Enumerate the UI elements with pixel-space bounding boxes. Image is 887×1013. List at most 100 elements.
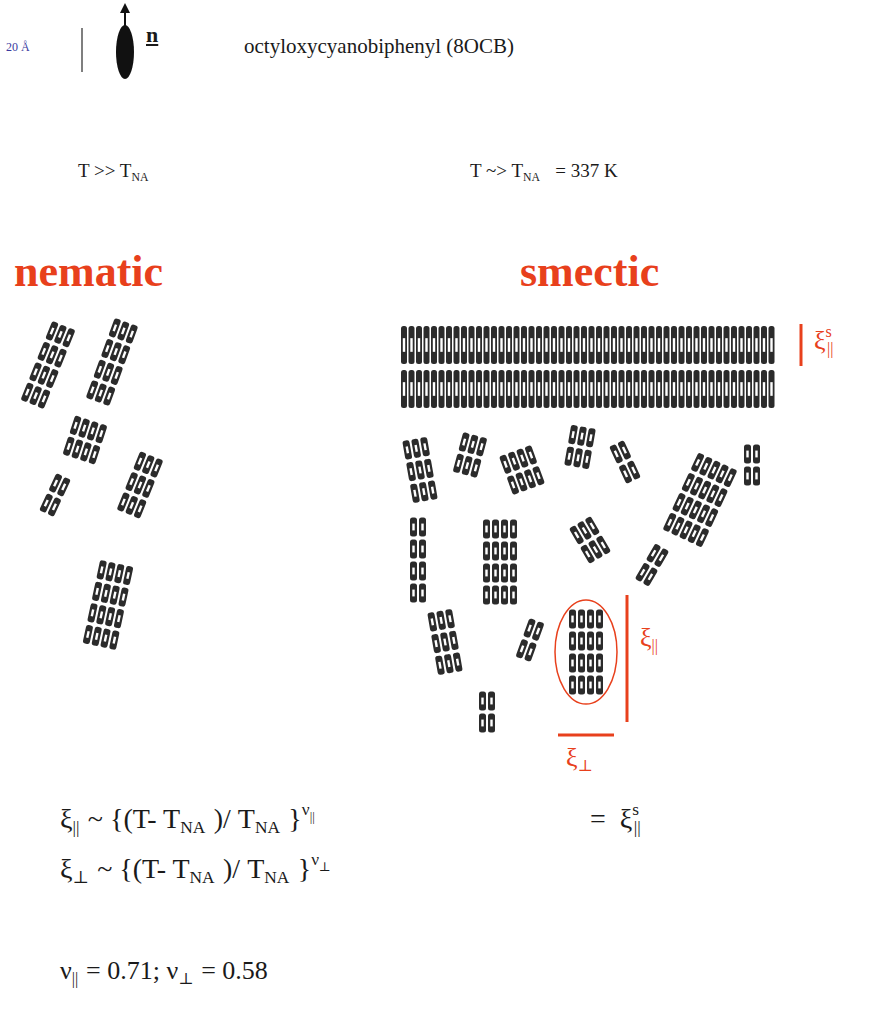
rod-mark [571,660,573,667]
rod-body [587,610,594,629]
equation-line: ξ||~ {(T- TNA)/ TNA}ν|| [60,800,315,839]
rod-mark [425,338,427,352]
rod-mark [146,461,151,468]
rod-mark [613,382,615,396]
molecule-rod [754,370,760,408]
rod-body [574,370,580,408]
rod-mark [685,503,690,510]
rod-mark [104,590,108,597]
molecule-symbol [116,25,134,79]
rod-body [125,324,138,344]
rod-mark [620,382,622,396]
rod-body [754,326,760,364]
rod-mark [478,382,480,396]
equation: NA [180,818,205,837]
rod-mark [650,382,652,396]
rod-mark [129,330,134,337]
rod-body [47,497,61,517]
rod-body [87,603,98,623]
rod-mark [590,522,595,529]
rod-body [419,584,426,603]
rod-mark [42,395,47,402]
rod-body [596,326,602,364]
rod-mark [580,638,582,645]
rod-body [445,609,455,629]
scale-label: 20 Å [6,40,30,54]
rod-body [415,460,425,480]
rod-mark [574,531,579,538]
rod-mark [456,659,460,666]
rod-mark [41,372,46,379]
rod-mark [448,338,450,352]
rod-mark [640,569,645,576]
exponent-values: = 0.71; ν [86,956,178,985]
molecule-rod [416,370,422,408]
molecule-rod [479,714,486,733]
rod-mark [95,588,99,595]
rod-mark [710,382,712,396]
exponent-values: ν [60,956,72,985]
rod-body [449,630,459,650]
molecule-rod [105,607,116,627]
molecule-rod [424,326,430,364]
equation: ~ {(T- T [97,853,189,884]
molecule-rod [454,326,460,364]
rod-mark [755,473,757,480]
molecule-rod [499,326,505,364]
rod-mark [490,698,492,705]
rod-mark [593,546,598,553]
rod-body [410,518,417,537]
rod-mark [529,451,534,458]
rod-mark [520,455,525,462]
rod-mark [33,392,38,399]
rod-body [88,445,101,465]
molecule-rod [654,548,670,568]
rod-body [406,462,416,482]
rod-body [714,488,728,508]
rod-body [436,610,446,630]
rod-mark [122,593,126,600]
rod-mark [106,369,111,376]
molecule-rod [118,587,129,607]
rod-mark [86,631,90,638]
rod-mark [684,526,689,533]
rod-body [409,326,415,364]
rod-body [578,610,585,629]
rod-body [686,326,692,364]
rod-body [410,584,417,603]
rod-mark [412,546,414,553]
rod-body [54,348,68,368]
molecule-rod [587,676,594,695]
molecule-rod [419,518,426,537]
rod-mark [503,461,508,468]
rod-body [582,449,592,469]
rod-body [596,676,603,695]
director-label-line: n [146,22,158,48]
rod-mark [585,456,589,463]
molecule-rod [510,564,517,583]
phase-label-line: nematic [14,246,163,299]
rod-mark [590,338,592,352]
rod-body [581,370,587,408]
director-label: n [146,22,158,47]
rod-body [461,370,467,408]
rod-mark [485,526,487,533]
rod-mark [418,382,420,396]
rod-body [578,654,585,673]
rod-body [656,326,662,364]
rod-mark [553,338,555,352]
rod-mark [614,450,619,457]
rod-body [641,370,647,408]
rod-body [709,326,715,364]
rod-body [446,370,452,408]
rod-mark [538,338,540,352]
molecule-rod [435,655,445,675]
molecule-rod [551,326,557,364]
rod-body [634,326,640,364]
rod-body [753,467,760,486]
exponent-values: || [72,970,78,987]
molecule-rod [578,632,585,651]
rod-body [596,632,603,651]
rod-mark [448,382,450,396]
rod-body [587,632,594,651]
